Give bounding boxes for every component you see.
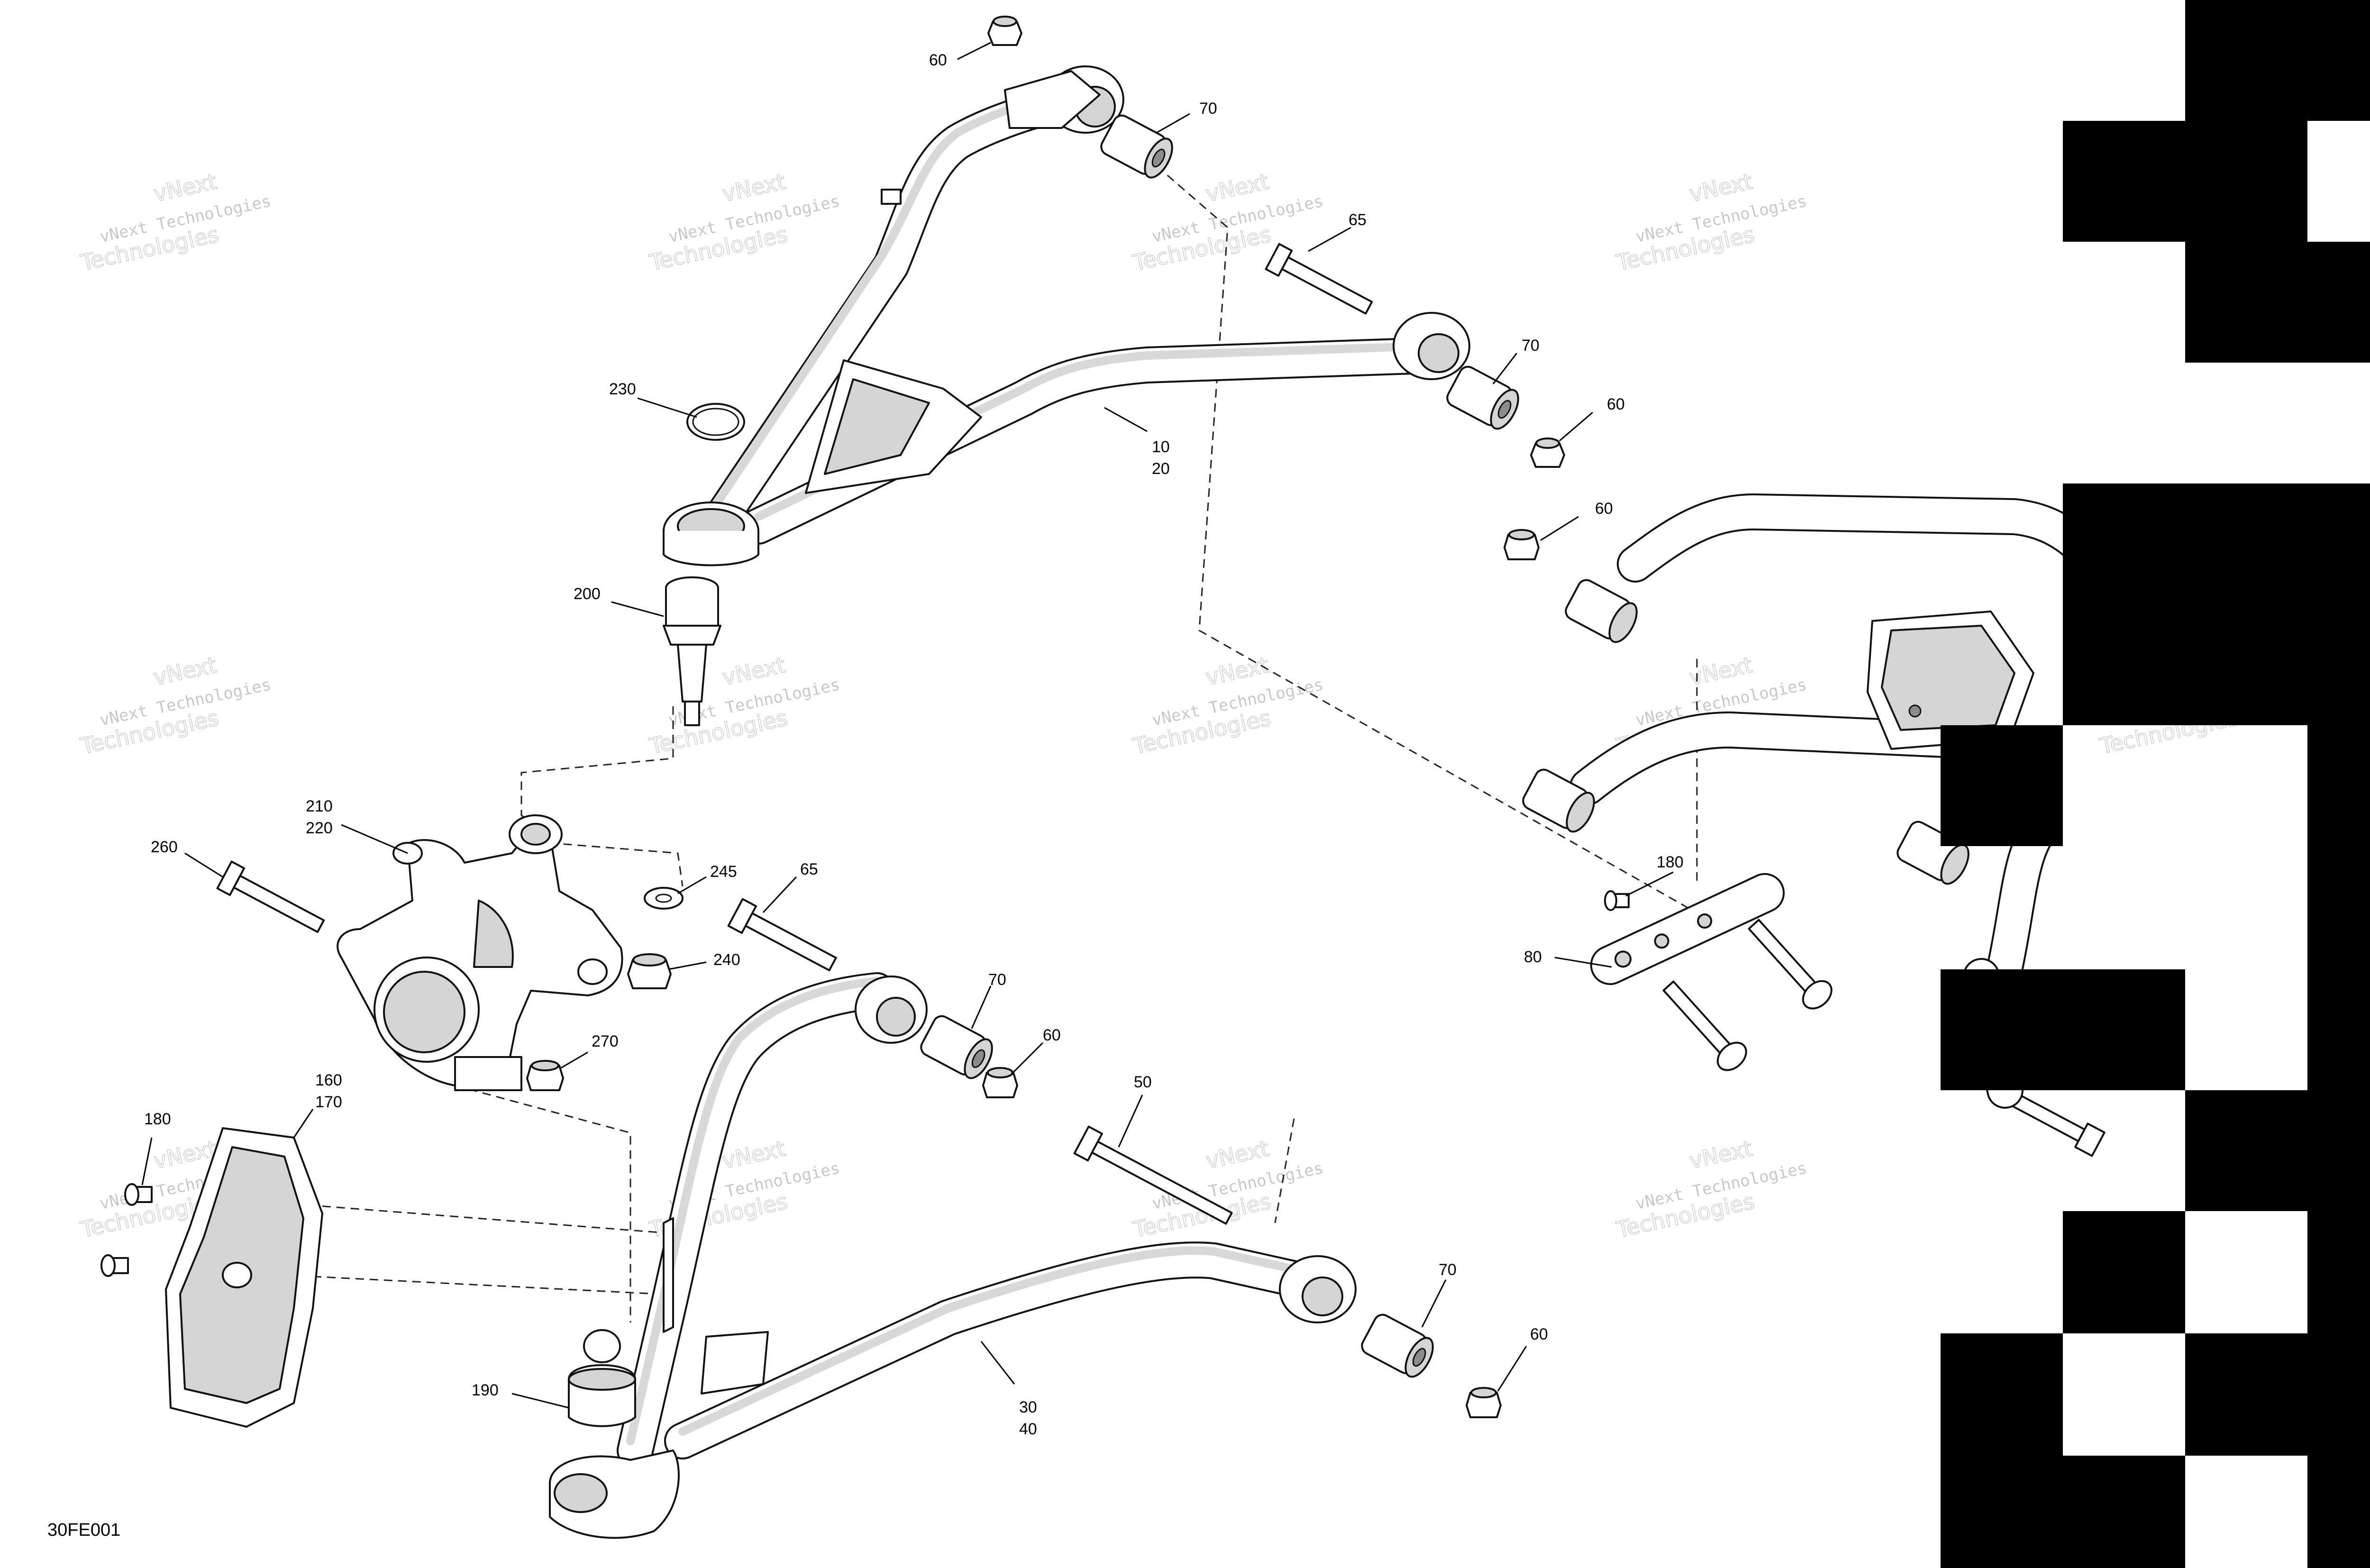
callout-60: 60 xyxy=(1607,395,1625,413)
callout-65: 65 xyxy=(800,860,818,878)
bushing-70 xyxy=(1522,768,1595,833)
watermark-text: vNext xyxy=(1203,168,1271,207)
callout-70: 70 xyxy=(1439,1261,1457,1279)
lower-a-arm xyxy=(549,972,1357,1539)
steering-knuckle xyxy=(337,814,623,1091)
callout-40: 40 xyxy=(1019,1420,1037,1438)
bushing-70 xyxy=(1565,579,1638,643)
callout-200: 200 xyxy=(574,585,601,603)
redaction-blocks xyxy=(1941,0,2370,1568)
upper-hardware xyxy=(663,16,1565,726)
callout-65: 65 xyxy=(1349,211,1367,229)
bolt xyxy=(1662,980,1747,1071)
callout-270: 270 xyxy=(592,1032,619,1050)
a-arm-guard xyxy=(100,1127,323,1428)
callout-180: 180 xyxy=(144,1110,171,1128)
bolt xyxy=(2010,1093,2106,1157)
callout-10: 10 xyxy=(1152,438,1170,456)
watermark-text: vNext xyxy=(1203,1135,1271,1174)
rivet-180 xyxy=(100,1254,129,1277)
bolt xyxy=(1748,919,1832,1010)
callout-160: 160 xyxy=(315,1071,342,1089)
nut-60 xyxy=(1466,1387,1502,1418)
bolt-65 xyxy=(727,898,837,972)
callout-245: 245 xyxy=(710,863,737,881)
snap-ring-230 xyxy=(686,403,745,441)
watermark-text: vNext xyxy=(720,1135,788,1174)
rivet-180 xyxy=(1604,890,1630,911)
callout-50: 50 xyxy=(1134,1073,1152,1091)
callout-60: 60 xyxy=(1043,1026,1061,1044)
bolt-50 xyxy=(1073,1125,1233,1225)
callout-leaders xyxy=(141,42,1674,1409)
callout-70: 70 xyxy=(988,971,1006,989)
nut-60 xyxy=(1504,529,1540,560)
watermark-text: vNext xyxy=(1687,652,1755,690)
callout-60: 60 xyxy=(1595,500,1613,518)
callout-180: 180 xyxy=(1657,853,1684,871)
watermark-text: vNext xyxy=(1203,652,1271,690)
callout-20: 20 xyxy=(1152,460,1170,478)
watermark-text: vNext xyxy=(1687,168,1755,207)
callout-260: 260 xyxy=(151,838,178,856)
washer-245 xyxy=(644,887,684,910)
bolt-260 xyxy=(216,860,325,933)
assembly-lines xyxy=(284,165,1726,1322)
callout-labels: 60 70 65 70 60 10 20 230 200 60 210 220 … xyxy=(144,51,1684,1438)
watermark-text: vNext xyxy=(1687,1135,1755,1174)
callout-80: 80 xyxy=(1524,948,1542,966)
bushing-70 xyxy=(1100,114,1173,179)
bushing-70 xyxy=(1446,365,1519,430)
ball-joint-200 xyxy=(663,576,721,726)
ball-joint-190 xyxy=(568,1329,636,1427)
callout-70: 70 xyxy=(1199,100,1217,118)
callout-60: 60 xyxy=(929,51,947,69)
knuckle-hardware xyxy=(216,860,684,1091)
diagram-id-label: 30FE001 xyxy=(47,1520,120,1540)
callout-70: 70 xyxy=(1522,337,1540,355)
watermark-text: vNext xyxy=(720,652,788,690)
callout-170: 170 xyxy=(315,1093,342,1111)
callout-230: 230 xyxy=(609,380,636,398)
callout-240: 240 xyxy=(713,951,740,969)
nut-60 xyxy=(987,16,1022,46)
nut-270 xyxy=(526,1060,564,1091)
bolt-65 xyxy=(1265,243,1373,315)
callout-220: 220 xyxy=(306,819,333,837)
nut-240 xyxy=(627,953,672,989)
upper-a-arm xyxy=(663,65,1470,566)
guard-plate-80 xyxy=(1590,873,1785,985)
callout-210: 210 xyxy=(306,797,333,815)
callout-190: 190 xyxy=(472,1381,499,1399)
callout-30: 30 xyxy=(1019,1398,1037,1416)
nut-60 xyxy=(982,1067,1018,1098)
bushing-70 xyxy=(920,1015,993,1079)
nut-60 xyxy=(1530,438,1565,468)
watermark-text: vNext xyxy=(720,168,788,207)
callout-60: 60 xyxy=(1530,1325,1548,1343)
bushing-70 xyxy=(1361,1313,1434,1378)
watermark-text: vNext xyxy=(151,652,219,690)
rivet-180 xyxy=(124,1183,153,1206)
watermark-text: vNext xyxy=(151,168,219,207)
